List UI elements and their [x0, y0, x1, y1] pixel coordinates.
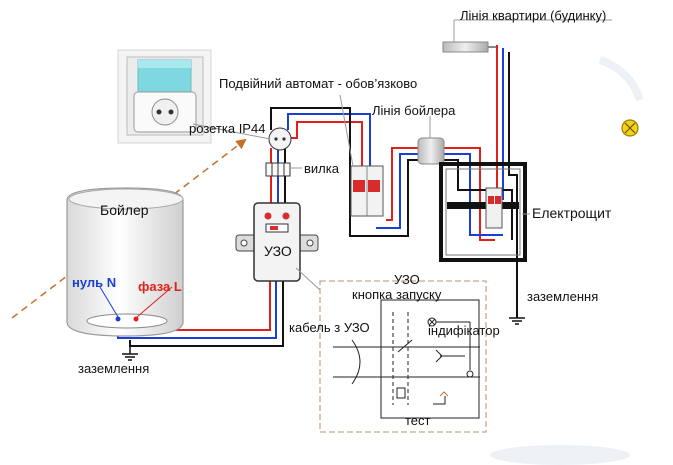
boiler-line-cable [417, 116, 445, 165]
socket-symbol [268, 127, 292, 151]
double-breaker [339, 94, 384, 217]
rcd-schematic [295, 267, 487, 433]
ground-icon [509, 317, 525, 325]
rcd-device [235, 202, 319, 282]
test-label: тест [405, 413, 431, 428]
socket-image [117, 49, 212, 144]
rcd-label: УЗО [264, 243, 292, 259]
electrical-panel [439, 162, 527, 262]
start-button-label: кнопка запуску [352, 287, 442, 302]
plug-symbol [265, 162, 291, 177]
socket-label: розетка IP44 [189, 121, 265, 136]
rcd-cable-label: кабель з УЗО [289, 320, 370, 335]
double-breaker-label: Подвійний автомат - обов’язково [219, 76, 417, 91]
apartment-line-label: Лінія квартири (будинку) [460, 8, 606, 23]
wiring [117, 45, 518, 347]
ground-left-label: заземлення [78, 361, 149, 376]
ground-icon [122, 346, 138, 361]
plug-label: вилка [304, 161, 340, 176]
neutral-label: нуль N [72, 275, 116, 290]
lamp-icon [621, 119, 639, 137]
label-leaders [192, 123, 530, 215]
boiler [66, 187, 184, 337]
apartment-cable [442, 41, 497, 53]
rcd-detail-title: УЗО [394, 272, 420, 287]
boiler-line-label: Лінія бойлера [372, 103, 456, 118]
background-decoration [490, 56, 644, 465]
panel-label: Електрощит [532, 205, 612, 221]
ground-right-label: заземлення [527, 289, 598, 304]
phase-label: фаза L [138, 279, 182, 294]
indicator-label: індифікатор [428, 323, 500, 338]
boiler-label: Бойлер [100, 202, 149, 218]
